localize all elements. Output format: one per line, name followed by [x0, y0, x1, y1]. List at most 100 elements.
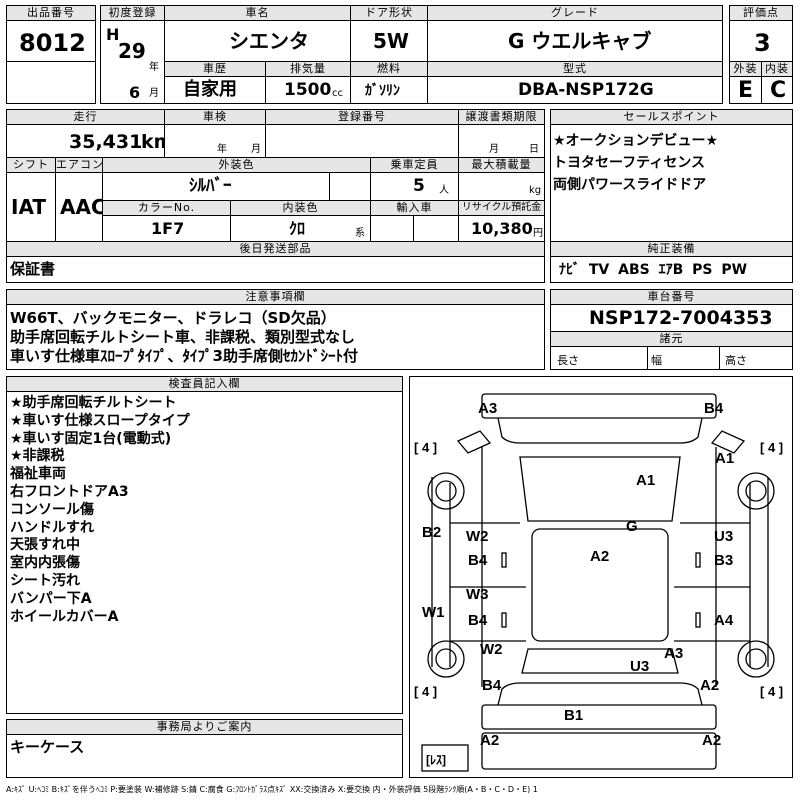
inspection-header: 車検: [164, 109, 266, 125]
sales-point-header: セールスポイント: [550, 109, 793, 125]
first-reg-cell: H 29 年 6 月: [100, 20, 165, 104]
int-color-value: ｸﾛ: [289, 219, 306, 238]
int-color-header: 内装色: [230, 200, 371, 216]
rear-panel: [481, 732, 717, 770]
capacity-cell: 5 人: [370, 172, 459, 201]
reg-no-header: 登録番号: [265, 109, 459, 125]
damage-mark: W2: [466, 528, 489, 545]
damage-mark: W3: [466, 586, 489, 603]
ext-color-cell: ｼﾙﾊﾞｰ: [102, 172, 371, 201]
dims-height: 高さ: [725, 354, 747, 367]
inspector-line: バンパー下A: [10, 590, 92, 607]
ext-color-divider: [329, 173, 330, 201]
ext-grade-value: E: [738, 78, 754, 103]
equipment-cell: ﾅﾋﾞ TV ABS ｴｱB PS PW: [550, 256, 793, 283]
left-side: [431, 477, 526, 667]
damage-mark: B4: [704, 400, 724, 417]
ext-grade-header: 外装: [729, 61, 762, 77]
office-cell: キーケース: [6, 734, 403, 778]
score-value: 3: [754, 29, 771, 57]
door-handle: [501, 552, 507, 568]
tire-label-rear-left: [ 4 ]: [414, 684, 438, 699]
damage-mark: A2: [590, 548, 610, 565]
inspector-line: ★車いす固定1台(電動式): [10, 430, 172, 447]
displacement-unit: cc: [332, 88, 343, 99]
later-parts-value: 保証書: [10, 260, 56, 278]
fuel-value: ｶﾞｿﾘﾝ: [365, 83, 400, 99]
chassis-cell: NSP172-7004353: [550, 304, 793, 332]
dims-length: 長さ: [557, 354, 579, 367]
displacement-cell: 1500 cc: [265, 76, 351, 104]
door-cell: 5W: [350, 20, 428, 62]
inspector-line: シート汚れ: [10, 572, 80, 589]
int-grade-cell: C: [761, 76, 793, 104]
inspector-line: 天張すれ中: [10, 537, 80, 554]
notes-line: 車いす仕様車ｽﾛｰﾌﾟﾀｲﾌﾟ、ﾀｲﾌﾟ3助手席側ｾｶﾝﾄﾞｼｰﾄ付: [10, 347, 358, 365]
model-cell: DBA-NSP172G: [427, 76, 723, 104]
damage-mark: A2: [480, 732, 500, 749]
int-grade-header: 内装: [761, 61, 793, 77]
tire-label-rear-right: [ 4 ]: [760, 684, 784, 699]
dims-divider: [647, 347, 648, 370]
office-header: 事務局よりご案内: [6, 719, 403, 735]
inspector-box: ★助手席回転チルトシート ★車いす仕様スロープタイプ ★車いす固定1台(電動式)…: [6, 391, 403, 714]
damage-mark: B4: [468, 612, 488, 629]
door-handle: [695, 612, 701, 628]
history-header: 車歴: [164, 61, 266, 77]
lot-number: 8012: [19, 29, 86, 57]
lot-blank-cell: [6, 61, 96, 104]
wheel-rear-left-hub: [435, 648, 457, 670]
car-name-cell: シエンタ: [164, 20, 351, 62]
import-header: 輸入車: [370, 200, 459, 216]
fuel-cell: ｶﾞｿﾘﾝ: [350, 76, 428, 104]
rear-window: [521, 648, 679, 674]
notes-line: W66T、バックモニター、ドラレコ（SD欠品）: [10, 309, 336, 327]
max-load-unit: kg: [529, 185, 542, 196]
wheel-front-left: [427, 472, 465, 510]
capacity-header: 乗車定員: [370, 157, 459, 173]
recycle-value: 10,380: [471, 219, 533, 238]
damage-mark: A1: [715, 450, 735, 467]
int-color-cell: ｸﾛ 系: [230, 215, 371, 242]
damage-mark: U3: [714, 528, 734, 545]
shift-cell: IAT: [6, 172, 56, 242]
wheel-rear-right-hub: [745, 648, 767, 670]
inspector-line: ハンドルすれ: [10, 519, 94, 536]
first-reg-year-unit: 年: [149, 62, 159, 73]
damage-mark: B4: [468, 552, 488, 569]
wheel-rear-right: [737, 640, 775, 678]
dims-divider: [719, 347, 720, 370]
sales-point-line: ★オークションデビュー★: [553, 133, 719, 149]
roof: [531, 528, 669, 642]
capacity-unit: 人: [439, 185, 449, 196]
recycle-header: リサイクル預託金: [458, 200, 545, 216]
equipment-value: ﾅﾋﾞ TV ABS ｴｱB PS PW: [559, 262, 748, 278]
aircon-cell: AAC: [55, 172, 106, 242]
sales-point-box: ★オークションデビュー★ トヨタセーフティセンス 両側パワースライドドア: [550, 124, 793, 242]
inspection-year-unit: 年: [217, 144, 227, 155]
office-value: キーケース: [10, 738, 85, 756]
front-bumper: [481, 393, 717, 419]
spare-label: [ﾚｽ]: [426, 753, 446, 767]
door-handle: [501, 612, 507, 628]
car-outline: [421, 393, 775, 772]
recycle-unit: 円: [533, 228, 543, 239]
score-header: 評価点: [729, 5, 793, 21]
max-load-header: 最大積載量: [458, 157, 545, 173]
inspector-line: 福祉車両: [10, 466, 66, 483]
tire-label-front-right: [ 4 ]: [760, 440, 784, 455]
inspector-line: ★助手席回転チルトシート: [10, 395, 177, 411]
damage-mark: B3: [714, 552, 734, 569]
wheel-rear-left: [427, 640, 465, 678]
mirror-right: [710, 430, 746, 454]
capacity-value: 5: [413, 176, 425, 196]
history-cell: 自家用: [164, 76, 266, 104]
damage-mark: W2: [480, 641, 503, 658]
dims-cell: 長さ 幅 高さ: [550, 346, 793, 370]
dims-width: 幅: [651, 354, 662, 367]
damage-mark: A3: [664, 645, 684, 662]
ext-grade-cell: E: [729, 76, 762, 104]
inspection-month-unit: 月: [251, 144, 261, 155]
wheel-front-right: [737, 472, 775, 510]
grade-value: G ウエルキャブ: [508, 29, 652, 53]
